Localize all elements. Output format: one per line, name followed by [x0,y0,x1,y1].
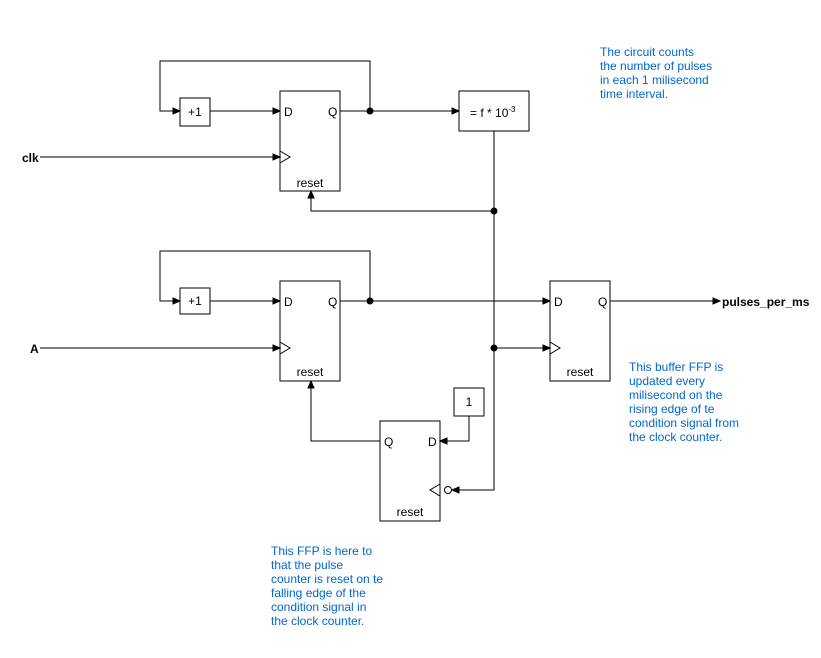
scale-block-exponent: -3 [508,105,516,114]
note-bottom: This FFP is here to that the pulse count… [271,544,383,628]
bottom-register [279,280,341,382]
constant-to-d-wire [444,416,470,442]
note-top-right-line-1: The circuit counts [600,45,694,59]
top-reset-junction [490,207,498,215]
note-buffer-line-6: the clock counter. [629,430,722,444]
note-buffer-line-3: milisecond on the [629,388,723,402]
top-register-d-port: D [284,105,293,119]
note-buffer-line-1: This buffer FFP is [629,360,723,374]
top-q-to-scale-arrow [451,107,461,115]
top-register [279,90,341,192]
note-bottom-line-1: This FFP is here to [271,544,372,558]
note-buffer-line-4: rising edge of te [629,402,715,416]
a-arrow [272,344,282,352]
top-reset-arrow [307,189,315,199]
note-bottom-line-2: that the pulse [271,558,343,572]
a-input-label: A [30,342,39,356]
top-increment-label: +1 [188,105,202,119]
clk-arrow [272,153,282,161]
buffer-clock-junction [490,344,498,352]
bottom-q-to-buffer-arrow [542,297,552,305]
output-label: pulses_per_ms [722,295,810,309]
reset-q-to-counter-arrow [307,379,315,389]
reset-q-to-counter-wire [310,386,380,442]
bottom-inc-to-d-arrow [272,297,282,305]
bottom-register-d-port: D [284,295,293,309]
buffer-register-reset-port: reset [567,365,594,379]
top-reset-wire [310,196,494,212]
bottom-register-reset-port: reset [297,365,324,379]
scale-block-label: = f * 10-3 [470,105,516,120]
bottom-feedback-arrow [172,297,182,305]
constant-to-d-arrow [438,437,448,445]
condition-to-buffer-arrow [542,344,552,352]
bottom-increment-block [179,287,211,315]
reset-register-reset-port: reset [397,505,424,519]
note-buffer-line-5: condition signal from [629,416,739,430]
clk-input-label: clk [22,151,39,165]
top-feedback-arrow [172,107,182,115]
top-register-reset-port: reset [297,176,324,190]
note-top-right-line-2: the number of pulses [600,59,712,73]
top-register-q-port: Q [328,105,337,119]
buffer-register [549,280,611,382]
output-arrow [712,297,722,305]
bottom-q-junction [366,297,374,305]
buffer-register-q-port: Q [598,295,607,309]
note-bottom-line-4: falling edge of the [271,586,366,600]
constant-one-label: 1 [466,395,473,409]
note-bottom-line-5: condition signal in [271,600,366,614]
constant-one-block [453,387,485,417]
reset-register-q-port: Q [384,435,393,449]
buffer-register-d-port: D [554,295,563,309]
note-top-right: The circuit counts the number of pulses … [600,45,712,101]
reset-register-inversion-bubble [444,486,452,494]
top-increment-block [179,97,211,127]
note-buffer: This buffer FFP is updated every milisec… [629,360,739,444]
reset-register [379,420,441,522]
top-inc-to-d-arrow [272,107,282,115]
reset-register-clock-triangle [429,483,441,497]
top-q-junction [366,107,374,115]
note-bottom-line-3: counter is reset on te [271,572,383,586]
reset-register-d-port: D [428,435,437,449]
note-bottom-line-6: the clock counter. [271,614,364,628]
bottom-feedback-wire [159,250,371,302]
scale-block [458,90,530,132]
note-top-right-line-3: in each 1 milisecond [600,73,709,87]
note-top-right-line-4: time interval. [600,87,668,101]
condition-wire [456,131,495,491]
bottom-register-q-port: Q [328,295,337,309]
scale-block-text: = f * 10 [470,106,509,120]
note-buffer-line-2: updated every [629,374,705,388]
top-feedback-wire [159,60,371,112]
condition-to-ff-arrow [450,486,460,494]
bottom-increment-label: +1 [188,294,202,308]
